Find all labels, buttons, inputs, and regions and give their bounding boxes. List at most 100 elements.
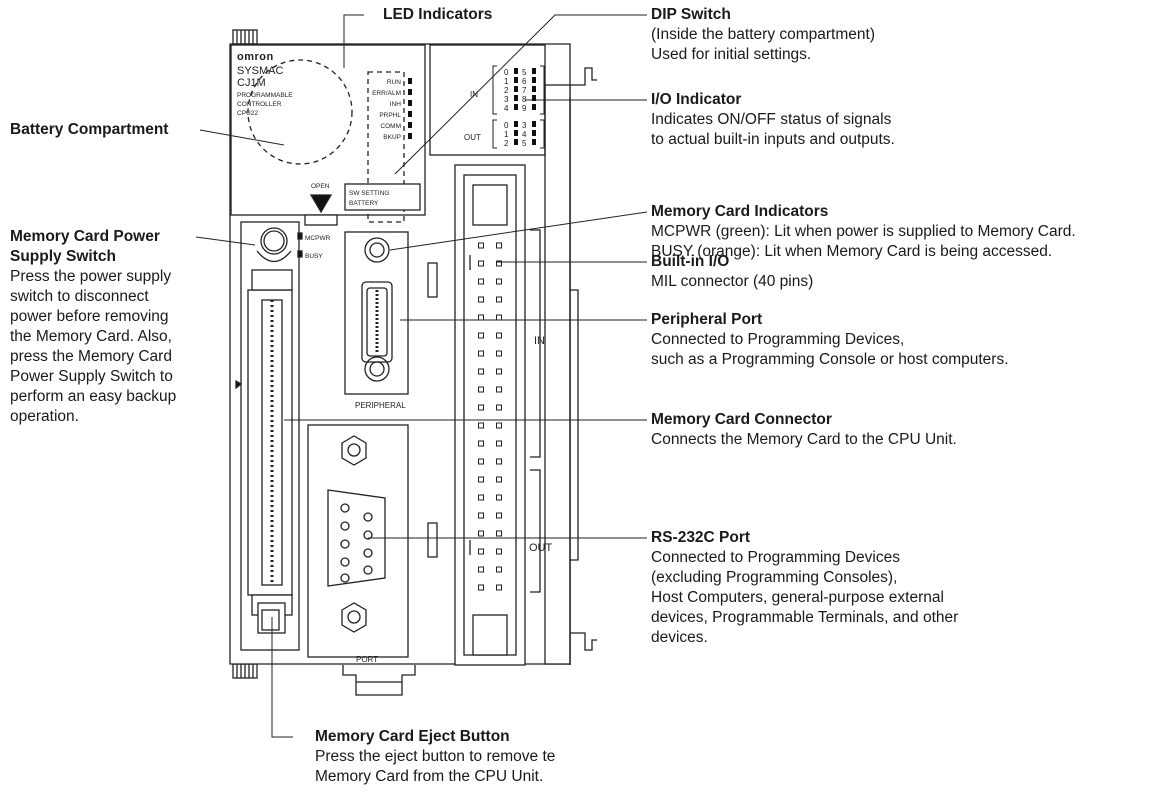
callout-title: Built-in I/O	[651, 253, 730, 270]
callout-line: perform an easy backup	[10, 388, 177, 405]
status-led	[408, 111, 412, 117]
callout-memory-card-eject-button: Memory Card Eject Button Press the eject…	[315, 727, 555, 787]
callout-line: Connected to Programming Devices	[651, 549, 900, 566]
model-line-2: CJ1M	[237, 77, 266, 89]
callout-line: Host Computers, general-purpose external	[651, 589, 944, 606]
io-number: 6	[522, 77, 527, 86]
callout-line: Connects the Memory Card to the CPU Unit…	[651, 431, 957, 448]
io-number: 2	[504, 139, 509, 148]
memory-card-power-switch[interactable]	[260, 227, 288, 255]
callout-line: (Inside the battery compartment)	[651, 26, 875, 43]
omron-logo: omron	[237, 51, 274, 63]
callout-line: Press the power supply	[10, 268, 172, 285]
io-number: 9	[522, 104, 527, 113]
dip-switch-outline	[367, 71, 405, 223]
connector-pin	[496, 350, 502, 357]
io-number: 4	[522, 130, 527, 139]
connector-pin	[496, 548, 502, 555]
connector-pin	[478, 476, 484, 483]
io-number: 1	[504, 130, 509, 139]
io-out-label: OUT	[464, 133, 481, 142]
mil-connector-pins	[478, 242, 502, 591]
io-in-label: IN	[470, 90, 478, 99]
callout-line: Connected to Programming Devices,	[651, 331, 905, 348]
io-led	[532, 130, 536, 136]
callout-line: Indicates ON/OFF status of signals	[651, 111, 892, 128]
callout-line: operation.	[10, 408, 79, 425]
io-led	[514, 130, 518, 136]
io-led	[532, 121, 536, 127]
connector-pin	[478, 422, 484, 429]
callout-memory-card-indicators: Memory Card Indicators MCPWR (green): Li…	[651, 202, 1076, 262]
io-led	[532, 139, 536, 145]
connector-pin	[478, 296, 484, 303]
callout-title: I/O Indicator	[651, 91, 742, 108]
io-led	[514, 86, 518, 92]
connector-pin	[478, 278, 484, 285]
connector-pin	[478, 548, 484, 555]
callout-line: MCPWR (green): Lit when power is supplie…	[651, 223, 1076, 240]
callout-line: switch to disconnect	[10, 288, 149, 305]
connector-pin	[478, 494, 484, 501]
io-number: 2	[504, 86, 509, 95]
callout-title: Memory Card Connector	[651, 411, 832, 428]
callout-title: Memory Card Power	[10, 228, 160, 245]
callout-line: to actual built-in inputs and outputs.	[651, 131, 895, 148]
connector-pin	[496, 458, 502, 465]
connector-pin	[496, 368, 502, 375]
callout-line: the Memory Card. Also,	[10, 328, 172, 345]
connector-pin	[478, 584, 484, 591]
rs232c-port[interactable]	[307, 424, 409, 658]
status-led-label: BKUP	[383, 134, 401, 141]
io-number: 7	[522, 86, 527, 95]
connector-pin	[496, 494, 502, 501]
connector-pin	[478, 368, 484, 375]
rs232c-pins	[340, 503, 373, 583]
status-led-label: ERR/ALM	[372, 90, 401, 97]
connector-pin	[496, 476, 502, 483]
status-led	[408, 78, 412, 84]
callout-led-indicators: LED Indicators	[383, 5, 492, 25]
status-led-label: PRPHL	[379, 112, 401, 119]
connector-pin	[478, 242, 484, 249]
status-led-label: RUN	[387, 79, 401, 86]
busy-label: BUSY	[305, 253, 323, 260]
io-bracket	[492, 65, 497, 115]
status-led-label: COMM	[380, 123, 401, 130]
callout-line: such as a Programming Console or host co…	[651, 351, 1009, 368]
callout-battery-compartment: Battery Compartment	[10, 120, 168, 140]
leader-lines	[195, 14, 648, 738]
callout-title: RS-232C Port	[651, 529, 751, 546]
connector-pin	[478, 350, 484, 357]
open-arrow-icon	[309, 194, 333, 214]
status-led-marks	[408, 78, 412, 139]
peripheral-port[interactable]	[344, 231, 409, 395]
io-led	[532, 95, 536, 101]
status-led	[408, 122, 412, 128]
connector-pin	[478, 386, 484, 393]
cpu-label: CPU22	[237, 110, 258, 117]
connector-pin	[496, 278, 502, 285]
io-led	[514, 77, 518, 83]
connector-pin	[496, 566, 502, 573]
sub-line-2: CONTROLLER	[237, 101, 282, 108]
callout-line: power before removing	[10, 308, 169, 325]
callout-io-indicator: I/O Indicator Indicates ON/OFF status of…	[651, 90, 895, 150]
callout-line: MIL connector (40 pins)	[651, 273, 814, 290]
callout-memory-card-connector: Memory Card Connector Connects the Memor…	[651, 410, 957, 450]
io-number: 4	[504, 104, 509, 113]
callout-memory-card-power-supply-switch: Memory Card Power Supply Switch Press th…	[10, 227, 210, 427]
connector-pin	[496, 512, 502, 519]
io-bracket	[540, 65, 545, 115]
port-label: PORT	[356, 655, 378, 664]
battery-label: BATTERY	[349, 200, 379, 207]
io-led	[514, 68, 518, 74]
io-bracket	[492, 119, 497, 149]
model-line-1: SYSMAC	[237, 65, 284, 77]
connector-pin	[478, 440, 484, 447]
connector-pin	[496, 332, 502, 339]
connector-pin	[496, 404, 502, 411]
callout-title: Memory Card Eject Button	[315, 728, 510, 745]
